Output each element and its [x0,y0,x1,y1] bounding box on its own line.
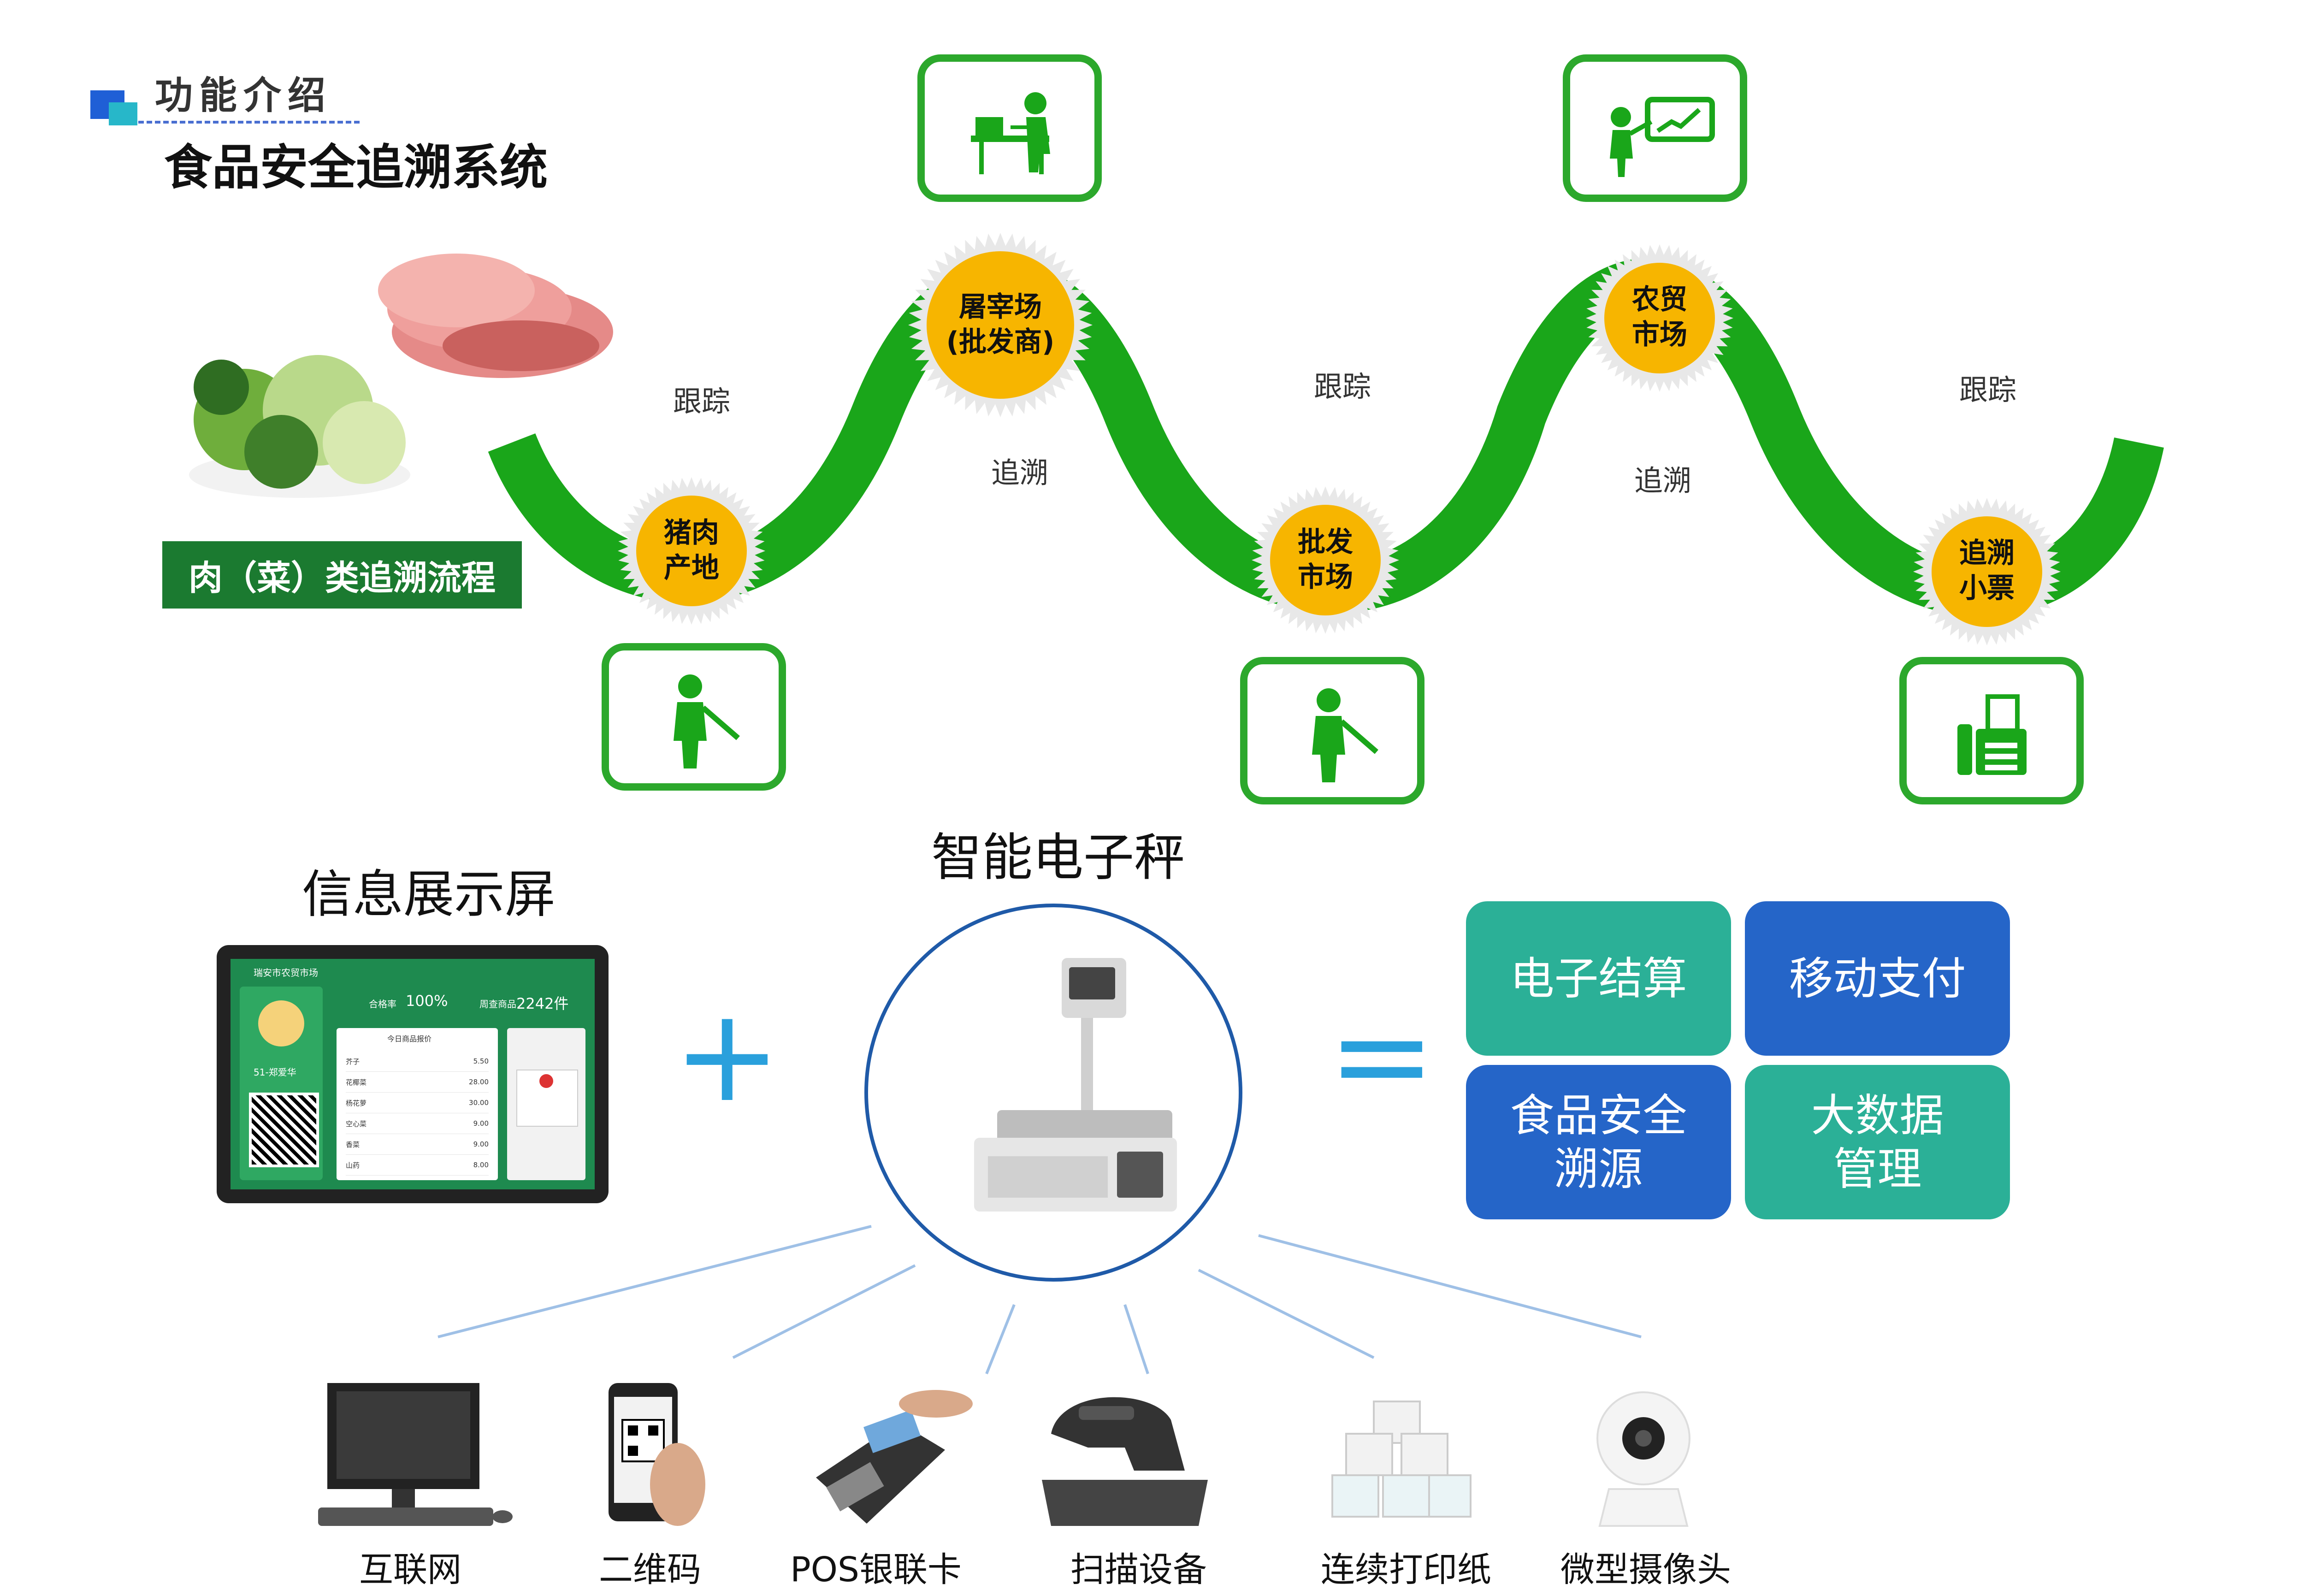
person-pointing-icon [1312,688,1378,782]
node-badge-1 [618,477,765,625]
accessory-label-pos: POS银联卡 [790,1550,962,1590]
tablet-screen: 瑞安市农贸市场 51-郑爱华 合格率 100% 周查商品 2242件 今日商品报… [230,959,595,1189]
accessory-label-camera: 微型摄像头 [1560,1550,1731,1590]
person-pointing-icon [674,674,740,768]
paper-roll-icon [1331,1401,1472,1518]
equals-sign: = [1328,981,1436,1131]
fax-machine-icon [1957,694,2027,775]
price-item-name: 花椰菜 [346,1078,367,1087]
flow-label: 肉（菜）类追溯流程 [162,541,522,609]
header-divider [138,121,360,124]
plus-sign: + [673,981,781,1131]
rate-value: 100% [406,992,448,1010]
icon-box-slaughterhouse [917,54,1102,202]
accessory-label-internet: 互联网 [359,1550,461,1590]
vendor-name: 51-郑爱华 [254,1067,296,1078]
track-label-1: 跟踪 [673,384,731,418]
computer-icon [318,1383,513,1526]
node-label-3: 批发市场 [1298,526,1353,593]
feature-food-safety-trace: 食品安全 溯源 [1466,1065,1731,1219]
node-badge-4 [1586,244,1733,392]
rate-label: 合格率 [369,999,396,1010]
price-list-row: 空心菜 9.00 [346,1113,489,1134]
price-item-name: 空心菜 [346,1119,367,1128]
info-display-tablet: 瑞安市农贸市场 51-郑爱华 合格率 100% 周查商品 2242件 今日商品报… [217,945,609,1203]
screen-vendor-card: 51-郑爱华 [240,987,323,1180]
feature-mobile-payment: 移动支付 [1745,901,2010,1056]
price-list-panel: 今日商品报价 芥子 5.50 花椰菜 28.00 杨花萝 30.00 空心菜 9.00 香菜 9.… [337,1028,498,1180]
price-list-row: 杨花萝 30.00 [346,1093,489,1113]
price-list-row: 芥子 5.50 [346,1051,489,1072]
price-list-row: 花椰菜 28.00 [346,1072,489,1093]
presentation-icon [1610,97,1715,177]
price-item-name: 山药 [346,1161,360,1170]
price-list-row: 山药 8.00 [346,1155,489,1176]
trace-label-2: 追溯 [1634,464,1692,497]
feature-big-data: 大数据 管理 [1745,1065,2010,1219]
icon-box-pork-origin [602,643,786,791]
price-item-value: 30.00 [469,1099,489,1107]
icon-box-wholesale-market [1240,657,1424,804]
price-item-value: 5.50 [473,1057,489,1065]
node-label-5: 追溯小票 [1959,537,2015,604]
vegetables-image [189,355,410,498]
feature-electronic-settlement: 电子结算 [1466,901,1731,1056]
pos-terminal-icon [816,1390,973,1524]
count-value: 2242件 [516,995,569,1012]
office-worker-icon [971,92,1050,174]
track-label-2: 跟踪 [1314,370,1371,403]
node-badge-3 [1252,486,1399,634]
certificate-panel [507,1028,585,1180]
trace-label-1: 追溯 [991,456,1049,490]
track-label-3: 跟踪 [1959,373,2017,407]
barcode-scanner-icon [1042,1397,1208,1526]
node-badge-2 [908,233,1093,417]
header-subtitle: 食品安全追溯系统 [164,139,548,195]
price-item-name: 香菜 [346,1140,360,1149]
qr-phone-icon [609,1383,705,1526]
header-logo [90,90,141,129]
price-list-row: 香菜 9.00 [346,1134,489,1155]
scale-circle [864,904,1242,1282]
price-item-name: 芥子 [346,1057,360,1066]
electronic-scale-icon [974,958,1177,1212]
price-item-value: 28.00 [469,1078,489,1086]
price-item-name: 杨花萝 [346,1099,367,1107]
node-label-1: 猪肉产地 [664,517,719,584]
price-list-title: 今日商品报价 [387,1034,432,1043]
smart-scale-title: 智能电子秤 [931,828,1185,887]
header-title: 功能介绍 [155,74,332,118]
meat-image [378,254,613,378]
accessory-label-paper: 连续打印纸 [1321,1550,1491,1590]
icon-box-farmers-market [1563,54,1747,202]
trace-flow-diagram [488,233,2164,645]
vendor-qr-code [249,1093,319,1167]
price-list: 芥子 5.50 花椰菜 28.00 杨花萝 30.00 空心菜 9.00 香菜 9.00 山药 8.0… [346,1051,489,1176]
accessory-label-scanner: 扫描设备 [1070,1550,1207,1590]
price-item-value: 9.00 [473,1119,489,1128]
display-screen-title: 信息展示屏 [302,865,556,924]
node-label-2: 屠宰场(批发商) [946,291,1055,358]
count-label: 周查商品 [479,999,516,1010]
price-item-value: 8.00 [473,1161,489,1169]
node-badge-5 [1913,498,2061,645]
icon-box-trace-receipt [1899,657,2084,804]
accessory-label-qr: 二维码 [599,1550,701,1590]
screen-market-name: 瑞安市农贸市场 [254,967,318,978]
accessory-connectors [437,1225,1642,1375]
price-item-value: 9.00 [473,1140,489,1148]
node-label-4: 农贸市场 [1632,284,1687,351]
vendor-avatar [258,1000,304,1046]
camera-icon [1596,1391,1690,1527]
